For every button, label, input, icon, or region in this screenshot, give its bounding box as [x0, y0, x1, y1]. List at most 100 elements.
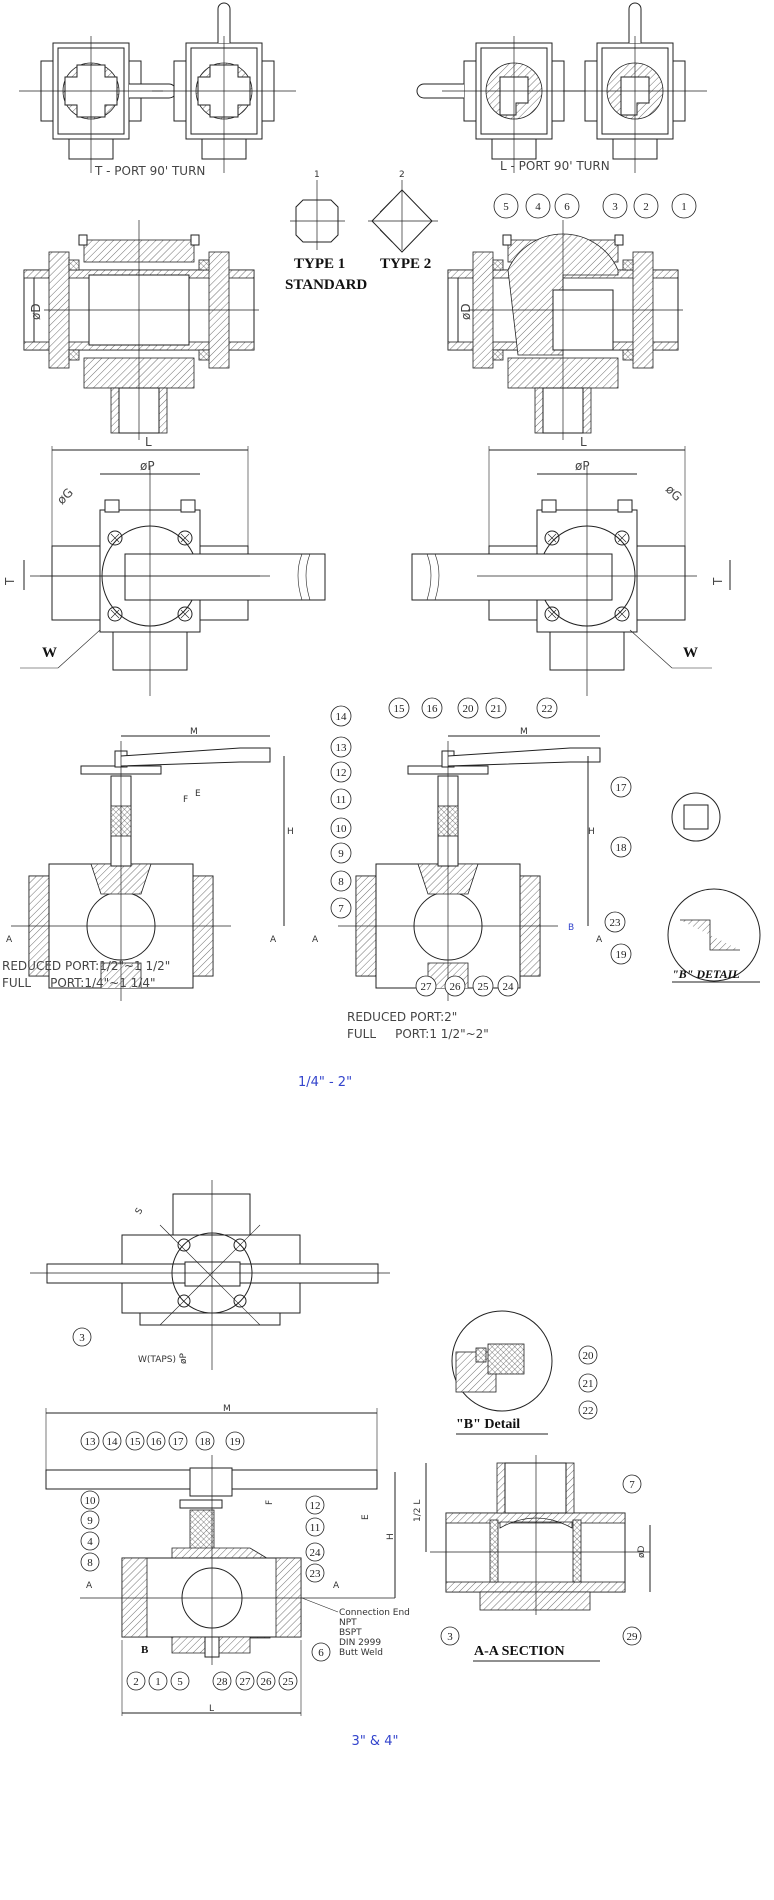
detail-b-circle [667, 888, 761, 982]
balloon-circle [388, 697, 410, 719]
balloon-circle [525, 193, 551, 219]
section-a-large-2: A [333, 1581, 340, 1591]
bolt-icon [544, 606, 560, 622]
centerline [547, 609, 557, 619]
balloon-number: 17 [616, 782, 628, 794]
balloon-number: 2 [643, 201, 649, 213]
bolt [190, 234, 200, 246]
taps-label: W(TAPS) [138, 1355, 176, 1365]
balloon-number: 24 [310, 1547, 322, 1559]
handle [416, 83, 464, 99]
part-balloon-15: 15 [125, 1431, 145, 1451]
drawing-geometry [11, 2, 761, 1716]
part-balloon-17: 17 [610, 776, 632, 798]
section-a-right-1: A [312, 935, 319, 945]
size-caption-small: 1/4" - 2" [298, 1075, 352, 1090]
balloon-circle [578, 1373, 598, 1393]
dim-g-left: øG [54, 485, 76, 507]
part-balloon-5: 5 [493, 193, 519, 219]
balloon-number: 4 [535, 201, 541, 213]
part-balloon-3: 3 [602, 193, 628, 219]
part-balloon-18: 18 [195, 1431, 215, 1451]
balloon-number: 6 [318, 1647, 324, 1659]
dim-e-large: E [361, 1514, 371, 1520]
part-balloon-25: 25 [472, 975, 494, 997]
seat [198, 349, 210, 361]
balloon-circle [440, 1626, 460, 1646]
balloon-number: 27 [240, 1676, 252, 1688]
section-a-large-1: A [86, 1581, 93, 1591]
dim-e-left: E [195, 789, 201, 799]
part-balloon-4: 4 [525, 193, 551, 219]
balloon-number: 15 [130, 1436, 142, 1448]
type1-octagon-icon [295, 199, 339, 243]
dim-l-large: L [209, 1704, 214, 1714]
balloon-circle [578, 1400, 598, 1420]
part-balloon-10: 10 [330, 817, 352, 839]
end [121, 1557, 148, 1638]
balloon-circle [330, 705, 352, 727]
balloon-number: 24 [503, 981, 515, 993]
balloon-number: 3 [79, 1332, 85, 1344]
part-balloon-2: 2 [633, 193, 659, 219]
balloon-number: 25 [283, 1676, 295, 1688]
dim-g-right: øG [663, 482, 685, 504]
handle [120, 747, 271, 767]
balloon-number: 9 [338, 848, 344, 860]
balloon-circle [80, 1490, 100, 1510]
balloon-number: 16 [427, 703, 439, 715]
detail-seat [487, 1343, 525, 1375]
dim-w-left: W [42, 645, 57, 661]
dim-f-large: F [265, 1500, 275, 1505]
part-balloon-1: 1 [148, 1671, 168, 1691]
connection-end-din: DIN 2999 [339, 1638, 381, 1648]
balloon-circle [330, 736, 352, 758]
bolt-icon [544, 530, 560, 546]
dim-t-left: T [3, 577, 17, 586]
part-balloon-17: 17 [168, 1431, 188, 1451]
part-balloon-11: 11 [330, 788, 352, 810]
balloon-number: 1 [681, 201, 687, 213]
right-full-port: FULL PORT:1 1/2"~2" [347, 1027, 489, 1041]
balloon-number: 3 [612, 201, 618, 213]
type2-diamond-icon [371, 189, 433, 253]
balloon-circle [125, 1431, 145, 1451]
detail-b-marker: B [568, 923, 574, 933]
balloon-circle [146, 1431, 166, 1451]
balloon-circle [195, 1431, 215, 1451]
balloon-circle [622, 1626, 642, 1646]
detail-b-circle-large [451, 1310, 553, 1412]
detail-seal [475, 1347, 487, 1363]
balloon-number: 1 [155, 1676, 161, 1688]
balloon-number: 18 [616, 842, 628, 854]
balloon-circle [305, 1563, 325, 1583]
dim-p-left: øP [140, 459, 155, 473]
bolt-icon [177, 606, 193, 622]
balloon-number: 17 [173, 1436, 185, 1448]
dim-h-large: H [386, 1533, 396, 1540]
balloon-circle [493, 193, 519, 219]
seat [68, 259, 80, 271]
dim-d-large: øD [637, 1545, 647, 1558]
part-balloon-19: 19 [225, 1431, 245, 1451]
balloon-circle [330, 897, 352, 919]
balloon-circle [330, 788, 352, 810]
part-balloon-20: 20 [457, 697, 479, 719]
part-balloon-10: 10 [80, 1490, 100, 1510]
balloon-number: 11 [310, 1522, 321, 1534]
outline [104, 499, 120, 513]
dim-t-right: T [711, 577, 725, 586]
outline [121, 1557, 302, 1638]
balloon-number: 10 [336, 823, 348, 835]
dim-h-left: H [287, 827, 294, 837]
balloon-number: 14 [336, 711, 348, 723]
leader [301, 1597, 339, 1613]
balloon-circle [80, 1431, 100, 1451]
part-balloon-15: 15 [388, 697, 410, 719]
balloon-number: 28 [217, 1676, 229, 1688]
detail-b-marker-large: B [141, 1644, 149, 1656]
part-balloon-19: 19 [610, 943, 632, 965]
balloon-number: 18 [200, 1436, 212, 1448]
